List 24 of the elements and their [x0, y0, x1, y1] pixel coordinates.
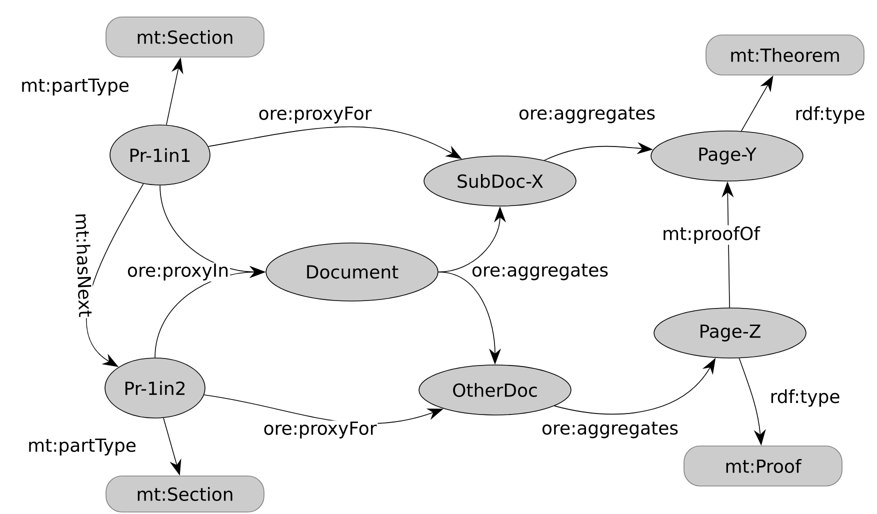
ellipse-node: Page-Z	[654, 308, 806, 358]
edge-label: mt:partType	[26, 438, 138, 456]
arrow	[86, 183, 144, 367]
edge-label: ore:proxyIn	[126, 262, 230, 282]
rounded-box: mt:Section	[106, 16, 264, 58]
ellipse-node: Pr-1in1	[110, 124, 210, 186]
ellipse-node: SubDoc-X	[424, 156, 576, 206]
edge-label: mt:proofOf	[661, 225, 761, 245]
ellipse-node: Page-Y	[650, 130, 804, 182]
edge-label: rdf:type	[794, 105, 866, 125]
edge-label: ore:proxyFor	[257, 106, 373, 124]
rounded-box: mt:Section	[106, 476, 264, 512]
edge-label: mt:hasNext	[74, 212, 94, 318]
ellipse-node: Pr-1in2	[104, 358, 206, 418]
edge-label: ore:aggregates	[517, 106, 657, 124]
edge-label: mt:partType	[20, 78, 130, 96]
rounded-box: mt:Theorem	[706, 34, 864, 76]
edge-label: rdf:type	[768, 388, 842, 408]
edge-label: ore:aggregates	[470, 262, 610, 282]
ellipse-node: OtherDoc	[418, 364, 572, 416]
rounded-box: mt:Proof	[684, 446, 842, 486]
edge-label: ore:aggregates	[540, 420, 680, 440]
ellipse-node: Document	[266, 242, 438, 302]
edge-label: ore:proxyFor	[262, 420, 378, 440]
